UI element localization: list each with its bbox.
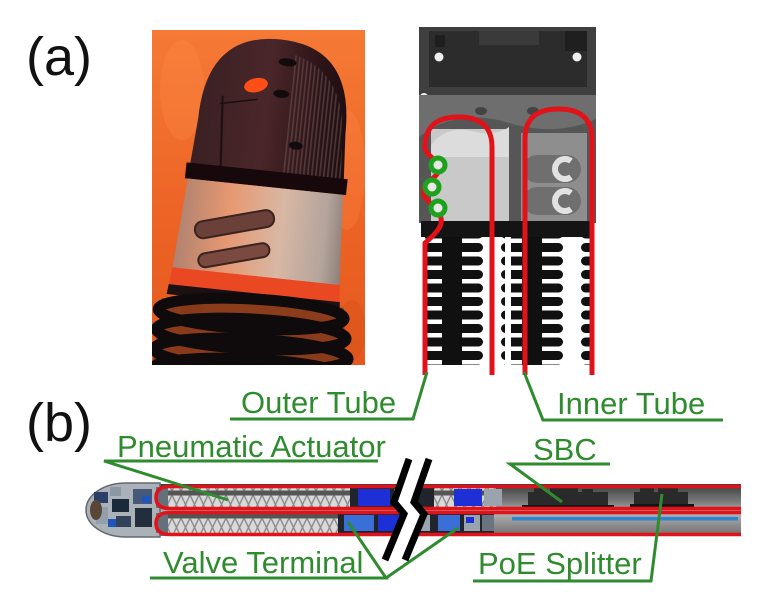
spring-coils <box>152 292 356 365</box>
poe-splitter-label: PoE Splitter <box>478 546 642 581</box>
mount-hole <box>434 52 444 62</box>
robot-side-view <box>85 482 741 538</box>
orange-band <box>168 267 340 303</box>
pneumatic-actuator-label: Pneumatic Actuator <box>117 429 386 464</box>
inner-tube-label: Inner Tube <box>557 386 706 421</box>
sbc-label: SBC <box>533 432 597 467</box>
valve-terminal-block-left <box>378 515 406 531</box>
nose-module <box>85 482 161 538</box>
pneumatic-actuator-coil-bottom <box>168 513 338 533</box>
panel-b-label: (b) <box>26 393 92 453</box>
green-grommet <box>428 155 448 175</box>
prototype-photo <box>152 30 365 365</box>
device-body <box>152 38 356 365</box>
valve-block-top <box>358 489 390 506</box>
inner-tube-red-outline <box>522 106 595 375</box>
photo-content <box>152 30 365 365</box>
pneumatic-actuator-coil-top <box>168 487 350 508</box>
panel-a-label: (a) <box>26 27 92 87</box>
cad-cross-section <box>419 27 596 375</box>
cap-bottom-rim <box>184 162 348 196</box>
orange-led-dot <box>244 77 268 93</box>
green-grommet <box>428 198 448 218</box>
ethernet-cable-blue <box>512 517 738 521</box>
collar-slot-lower <box>197 242 271 269</box>
mount-hole <box>572 52 582 62</box>
collar-slot-upper <box>193 209 276 240</box>
green-grommet <box>422 177 442 197</box>
outer-tube-label: Outer Tube <box>241 385 397 420</box>
bellows-top-plate <box>421 221 594 237</box>
valve-terminal-label: Valve Terminal <box>163 545 364 580</box>
